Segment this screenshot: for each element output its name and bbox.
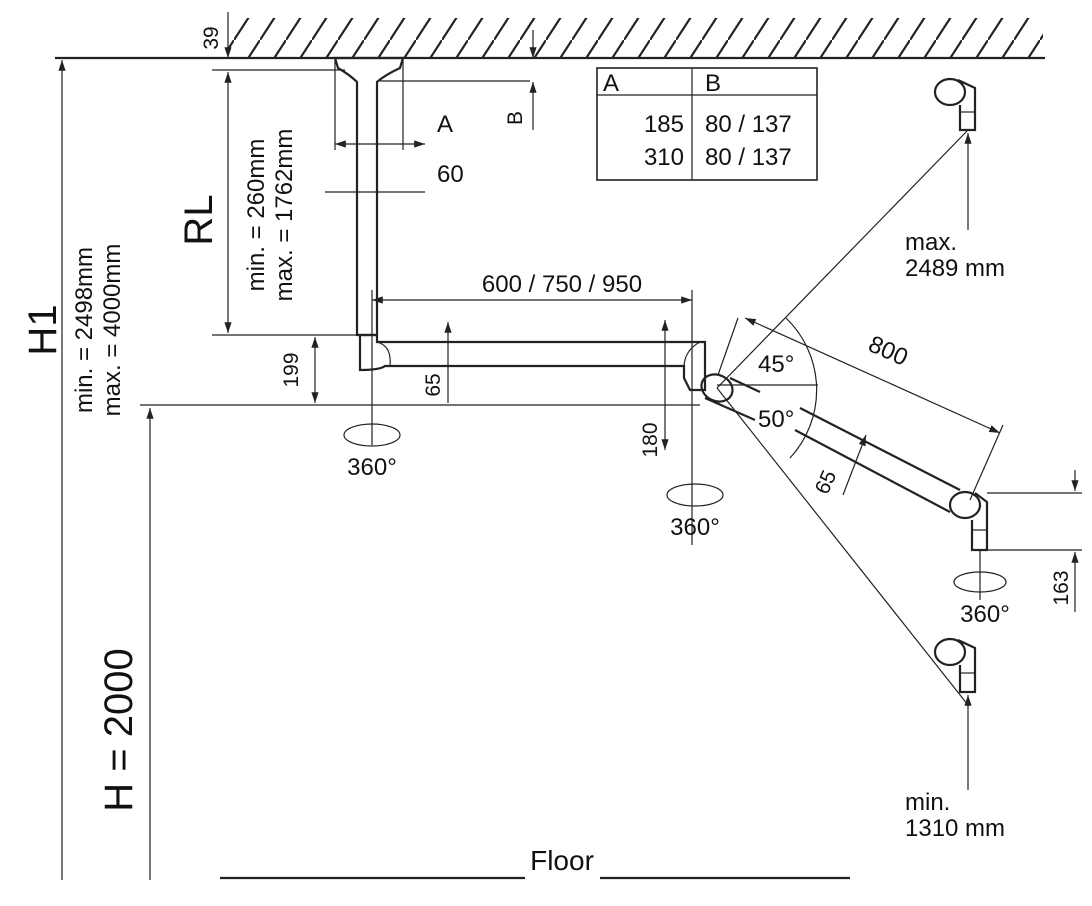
- rotation-2-label: 360°: [670, 514, 720, 541]
- b-label: B: [504, 111, 527, 125]
- second-arm-length-value: 800: [864, 331, 912, 372]
- ext-line: [969, 424, 1004, 501]
- max-value: 2489 mm: [905, 255, 1005, 282]
- table-header-a: A: [603, 70, 619, 97]
- second-arm: [704, 377, 989, 552]
- light-head-top: [933, 77, 977, 132]
- h1-label: H1: [21, 304, 65, 355]
- horizontal-arm: [358, 333, 707, 392]
- rotation-icon: [666, 483, 724, 507]
- h1-max: max. = 4000mm: [99, 244, 126, 417]
- rotation-3-label: 360°: [960, 601, 1010, 628]
- min-label: min.: [905, 789, 950, 816]
- table-cell: 185: [644, 111, 684, 138]
- angle-down-value: 50°: [758, 406, 794, 433]
- ext-line: [717, 317, 739, 376]
- rl-min: min. = 260mm: [243, 139, 270, 292]
- angle-up-value: 45°: [758, 351, 794, 378]
- second-arm-length-dim-line: [744, 317, 1001, 434]
- a-b-table: A B 185 80 / 137 310 80 / 137: [596, 67, 818, 181]
- light-head-bottom: [933, 637, 977, 694]
- table-cell: 80 / 137: [705, 111, 792, 138]
- floor-label: Floor: [530, 845, 594, 876]
- arm-thickness-value: 65: [422, 373, 445, 396]
- ceiling-gap-value: 39: [200, 26, 223, 49]
- rotation-icon: [343, 423, 401, 447]
- a-label: A: [437, 111, 453, 138]
- max-label: max.: [905, 229, 957, 256]
- second-arm-thickness-value: 65: [811, 467, 842, 498]
- second-arm-thickness-dim-line: [842, 434, 867, 496]
- arm-length-value: 600 / 750 / 950: [482, 271, 642, 298]
- table-cell: 80 / 137: [705, 144, 792, 171]
- min-value: 1310 mm: [905, 815, 1005, 842]
- joint-drop-value: 180: [639, 422, 662, 457]
- ceiling: [55, 18, 1045, 60]
- h1-min: min. = 2498mm: [71, 247, 98, 413]
- table-header-b: B: [705, 70, 721, 97]
- elbow-height-value: 199: [280, 352, 303, 387]
- table-cell: 310: [644, 144, 684, 171]
- lower-reach-line: [716, 387, 969, 706]
- h-label: H = 2000: [97, 648, 141, 811]
- column-width-value: 60: [437, 161, 464, 188]
- rotation-1-label: 360°: [347, 454, 397, 481]
- head-height-value: 163: [1050, 570, 1073, 605]
- rl-label: RL: [177, 194, 221, 245]
- rl-max: max. = 1762mm: [271, 129, 298, 302]
